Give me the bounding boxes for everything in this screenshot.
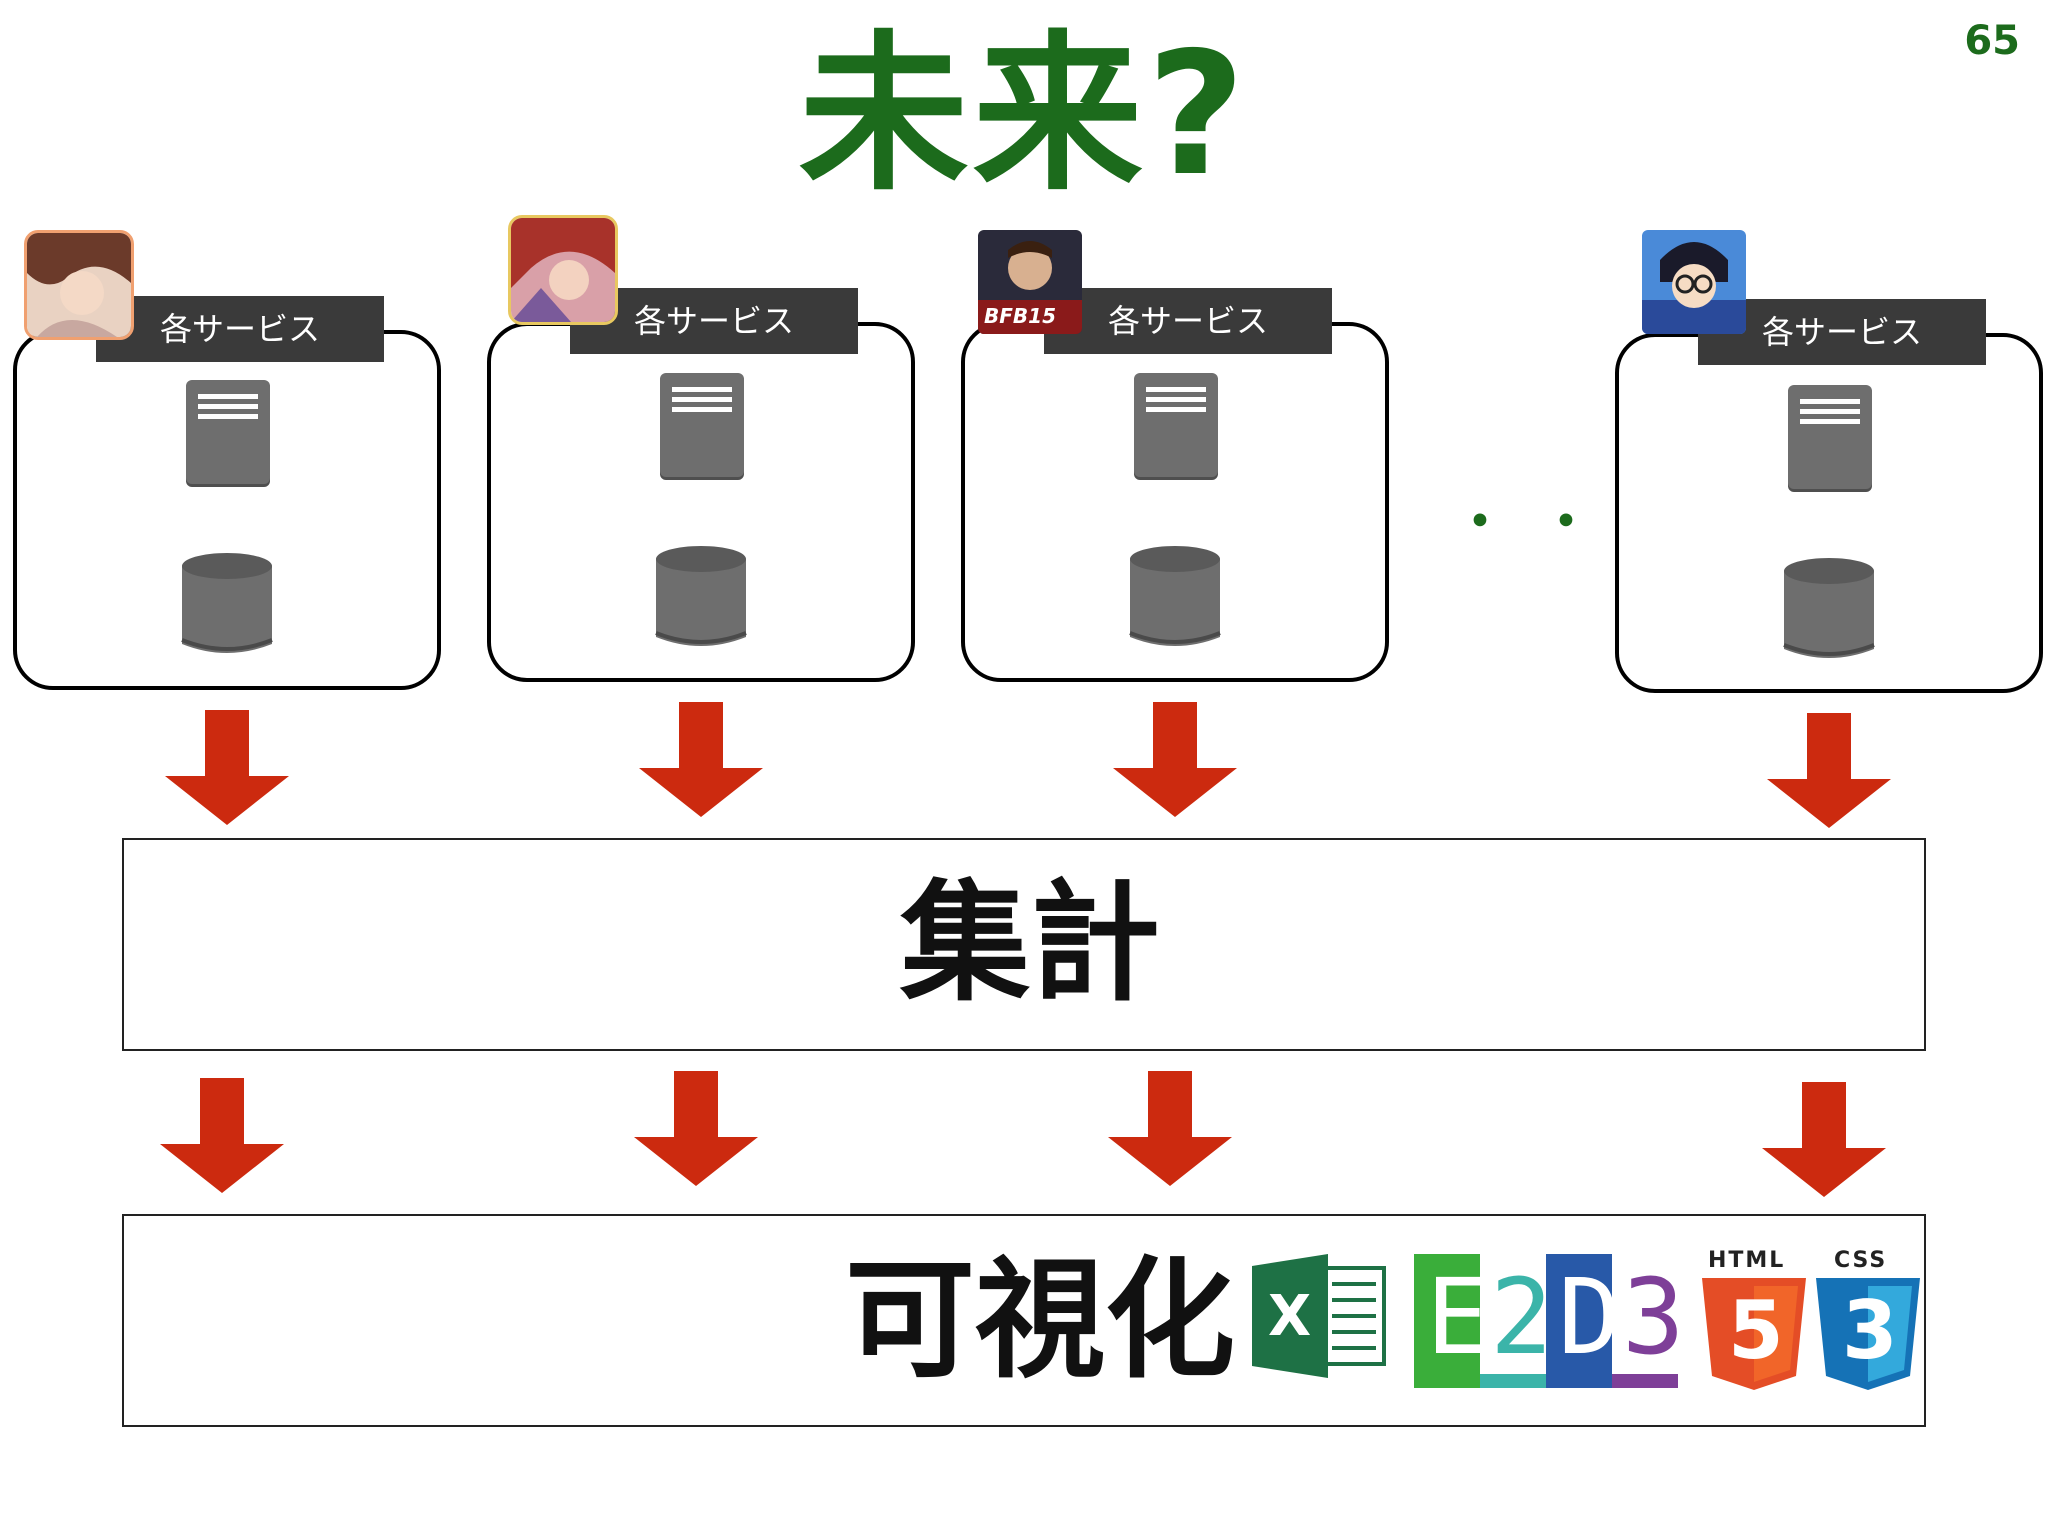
- aggregation-box: [122, 838, 1926, 1051]
- down-arrow-icon: [165, 710, 289, 825]
- excel-logo-letter: X: [1268, 1284, 1312, 1349]
- database-icon: [655, 546, 747, 646]
- server-icon: [660, 373, 744, 477]
- service-label: 各サービス: [570, 288, 858, 354]
- down-arrow-icon: [1108, 1071, 1232, 1186]
- e2d3-letter-2: 2: [1490, 1256, 1553, 1378]
- football-game-icon: BFB15: [978, 230, 1082, 334]
- anime-character-avatar-icon: [24, 230, 134, 340]
- e2d3-letter-d: D: [1558, 1256, 1621, 1378]
- visualization-label: 可視化: [845, 1244, 1236, 1396]
- game-icon-text: BFB15: [984, 304, 1056, 328]
- server-icon: [1788, 385, 1872, 489]
- css3-caption: CSS: [1834, 1248, 1888, 1273]
- html5-numeral: 5: [1728, 1284, 1784, 1377]
- server-icon: [1134, 373, 1218, 477]
- visualization-box: [122, 1214, 1926, 1427]
- server-icon: [186, 380, 270, 484]
- e2d3-logo-icon: E 2 D 3: [1414, 1254, 1685, 1388]
- down-arrow-icon: [1762, 1082, 1886, 1197]
- service-label: 各サービス: [96, 296, 384, 362]
- css3-numeral: 3: [1842, 1284, 1898, 1377]
- red-hair-character-avatar-icon: [508, 215, 618, 325]
- service-label: 各サービス: [1698, 299, 1986, 365]
- down-arrow-icon: [1767, 713, 1891, 828]
- e2d3-letter-e: E: [1426, 1256, 1489, 1378]
- down-arrow-icon: [639, 702, 763, 817]
- html5-caption: HTML: [1708, 1248, 1786, 1273]
- html5-logo-icon: HTML 5: [1700, 1248, 1808, 1390]
- database-icon: [1783, 558, 1875, 658]
- css3-logo-icon: CSS 3: [1814, 1248, 1922, 1390]
- slide-title: 未来?: [798, 16, 1250, 214]
- down-arrow-icon: [634, 1071, 758, 1186]
- e2d3-letter-3: 3: [1622, 1256, 1685, 1378]
- excel-logo-icon: X: [1252, 1254, 1388, 1378]
- down-arrow-icon: [160, 1078, 284, 1193]
- database-icon: [1129, 546, 1221, 646]
- down-arrow-icon: [1113, 702, 1237, 817]
- service-label: 各サービス: [1044, 288, 1332, 354]
- database-icon: [181, 553, 273, 653]
- page-number: 65: [1964, 18, 2020, 64]
- detective-character-avatar-icon: [1642, 230, 1746, 334]
- aggregation-label: 集計: [900, 867, 1161, 1019]
